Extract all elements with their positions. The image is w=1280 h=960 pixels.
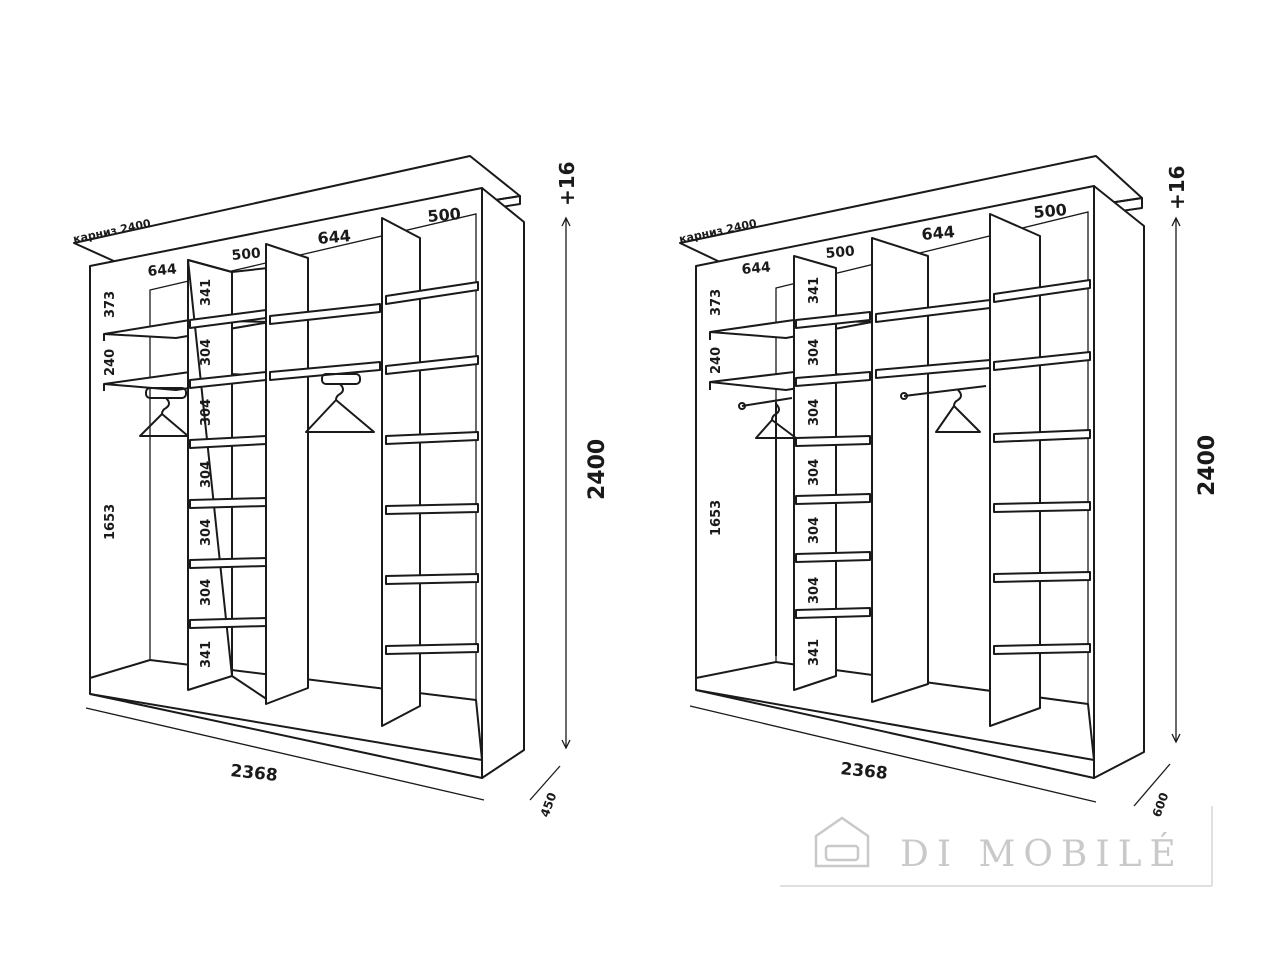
hanging-rail — [741, 397, 793, 407]
watermark-brand: DI MOBILÉ — [900, 833, 1184, 875]
mid-col-dim: 304 — [199, 519, 214, 546]
right-width-2: 500 — [825, 243, 856, 262]
left-width-dimension-line — [85, 707, 485, 801]
right-mid-col-dim: 341 — [807, 277, 822, 304]
left-right-shelves — [385, 281, 479, 655]
left-door-b — [265, 243, 309, 705]
right-left-col-dim: 240 — [709, 347, 724, 374]
mid-col-dim: 304 — [199, 579, 214, 606]
right-depth-label: 600 — [1150, 791, 1172, 819]
left-floor — [89, 659, 483, 761]
right-width-3: 644 — [921, 222, 956, 244]
right-height-label: 2400 — [1195, 435, 1220, 496]
right-depth-dimension-line — [1133, 763, 1171, 807]
left-central-shelf — [269, 303, 381, 325]
hanger-icon — [935, 389, 981, 433]
right-width-dimension-line — [689, 705, 1097, 803]
right-mid-col-dim: 304 — [807, 517, 822, 544]
right-width-1: 644 — [741, 259, 772, 278]
right-door-c — [989, 213, 1041, 727]
right-width-label: 2368 — [839, 759, 888, 784]
mid-col-dim: 304 — [199, 339, 214, 366]
left-width-2: 500 — [231, 245, 262, 264]
mid-col-dim: 341 — [199, 641, 214, 668]
hanger-icon — [755, 403, 797, 439]
right-side-panel — [1093, 185, 1145, 779]
left-door-c — [381, 217, 421, 727]
left-height-label: 2400 — [585, 439, 610, 500]
right-mid-col-dim: 304 — [807, 577, 822, 604]
left-col-dim: 240 — [103, 349, 118, 376]
right-labels: карниз 2400 2400 +16 2368 600 644 500 64… — [678, 165, 1220, 819]
hanger-icon — [139, 387, 189, 437]
right-floor — [695, 661, 1095, 761]
left-central-shelf — [269, 361, 381, 381]
mid-col-dim: 304 — [199, 461, 214, 488]
right-width-4: 500 — [1033, 200, 1068, 222]
right-mid-col-dim: 304 — [807, 339, 822, 366]
right-mid-col-dim: 304 — [807, 459, 822, 486]
right-left-col-dim: 373 — [709, 289, 724, 316]
right-right-shelves — [993, 279, 1091, 655]
right-door-b — [871, 237, 929, 703]
left-col-dim: 373 — [103, 291, 118, 318]
right-left-col-dim: 1653 — [709, 500, 724, 536]
mid-col-dim: 341 — [199, 279, 214, 306]
left-width-3: 644 — [317, 226, 352, 248]
left-width-4: 500 — [427, 204, 462, 226]
right-door-a — [793, 255, 837, 691]
hanger-icon — [305, 373, 375, 433]
right-wardrobe — [679, 155, 1181, 807]
left-side-panel — [481, 187, 525, 779]
left-depth-label: 450 — [538, 791, 560, 819]
left-width-1: 644 — [147, 261, 178, 280]
mid-col-dim: 304 — [199, 399, 214, 426]
left-labels: карниз 2400 2400 +16 2368 450 644 500 64… — [72, 161, 610, 819]
left-width-label: 2368 — [229, 761, 278, 786]
watermark: DI MOBILÉ — [780, 806, 1213, 887]
left-top-add-label: +16 — [555, 161, 579, 206]
right-mid-col-dim: 304 — [807, 399, 822, 426]
right-mid-col-dim: 341 — [807, 639, 822, 666]
right-top-add-label: +16 — [1165, 165, 1189, 210]
left-col-dim: 1653 — [103, 504, 118, 540]
left-wardrobe — [73, 155, 571, 801]
sofa-icon — [814, 816, 870, 868]
left-depth-dimension-line — [529, 765, 561, 801]
right-mid-shelves — [795, 311, 871, 619]
hanging-rail — [903, 385, 987, 397]
